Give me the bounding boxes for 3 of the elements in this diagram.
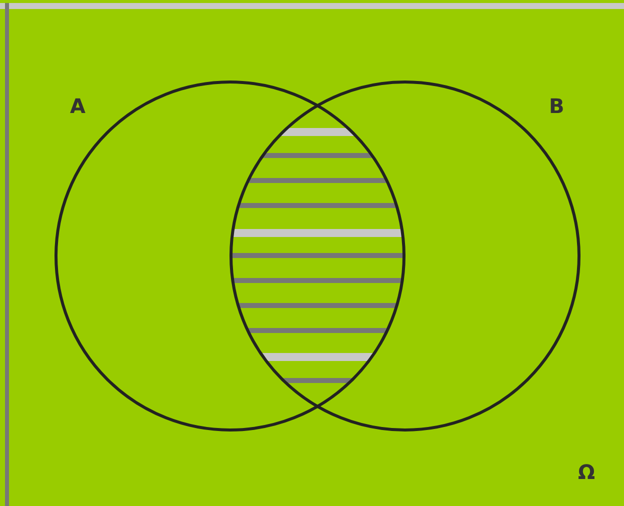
- set-label: B: [549, 96, 564, 116]
- set-label: A: [70, 96, 86, 116]
- universe-label: Ω: [578, 462, 596, 482]
